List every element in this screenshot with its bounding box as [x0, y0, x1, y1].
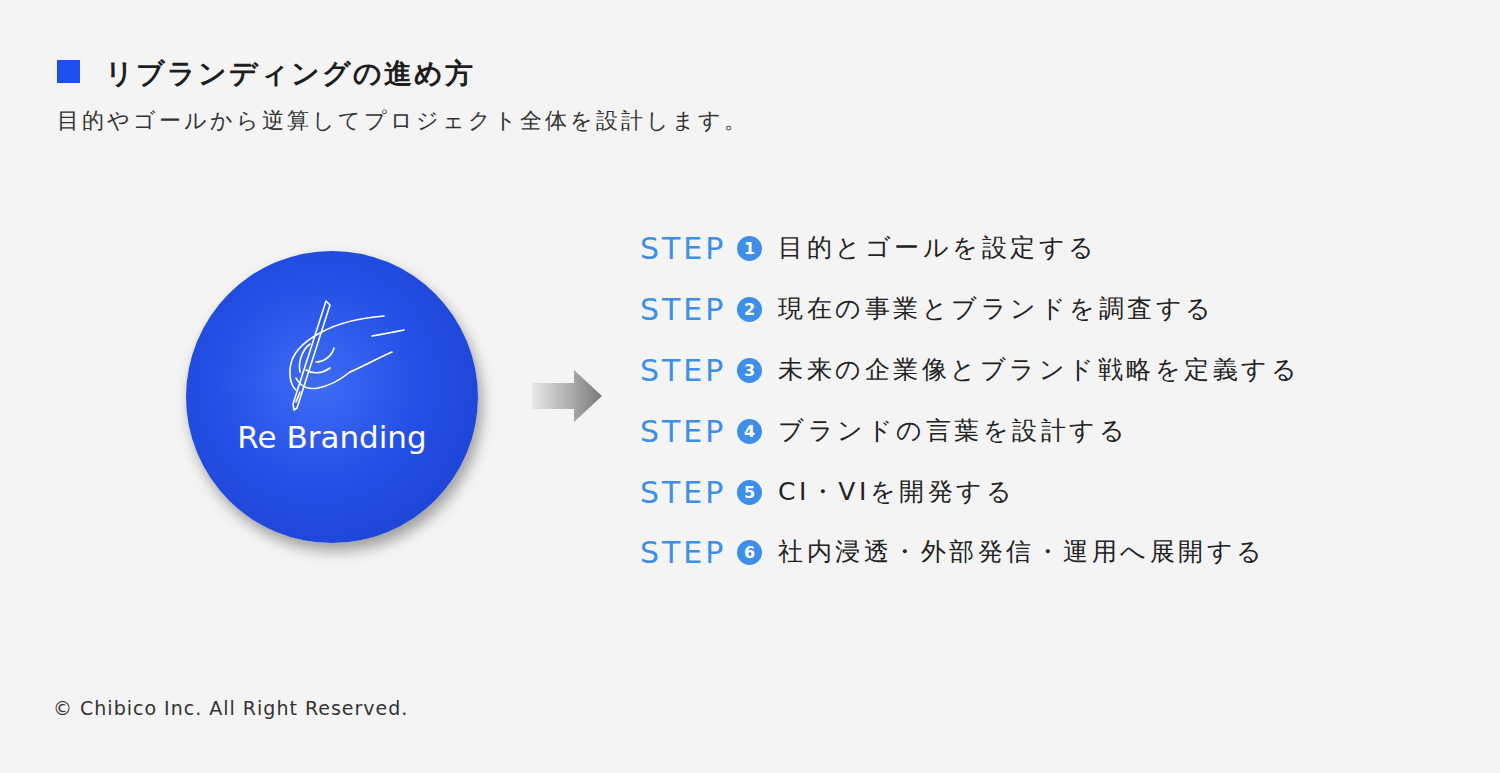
- circle-label: Re Branding: [237, 419, 426, 455]
- step-number: 2: [737, 297, 762, 322]
- step-description: 社内浸透・外部発信・運用へ展開する: [778, 539, 1266, 564]
- diagram-title: リブランディングの進め方: [105, 55, 475, 93]
- step-description: 現在の事業とブランドを調査する: [778, 296, 1215, 321]
- step-number: 3: [737, 358, 762, 383]
- copyright-note: © Chibico Inc. All Right Reserved.: [53, 697, 408, 719]
- step-description: ブランドの言葉を設計する: [778, 418, 1128, 443]
- step-description: 目的とゴールを設定する: [778, 235, 1098, 260]
- step-label: STEP: [640, 417, 726, 447]
- step-description: 未来の企業像とブランド戦略を定義する: [778, 357, 1300, 382]
- step-number: 6: [737, 540, 762, 565]
- step-label: STEP: [640, 478, 726, 508]
- step-number: 4: [737, 419, 762, 444]
- step-number: 1: [737, 236, 762, 261]
- step-number: 5: [737, 480, 762, 505]
- step-label: STEP: [640, 356, 726, 386]
- step-description: CI・VIを開発する: [778, 479, 1015, 504]
- step-label: STEP: [640, 295, 726, 325]
- diagram-subtitle: 目的やゴールから逆算してプロジェクト全体を設計します。: [57, 106, 749, 136]
- step-label: STEP: [640, 234, 726, 264]
- step-label: STEP: [640, 538, 726, 568]
- title-marker: [57, 60, 80, 83]
- rebranding-circle: Re Branding: [186, 251, 478, 543]
